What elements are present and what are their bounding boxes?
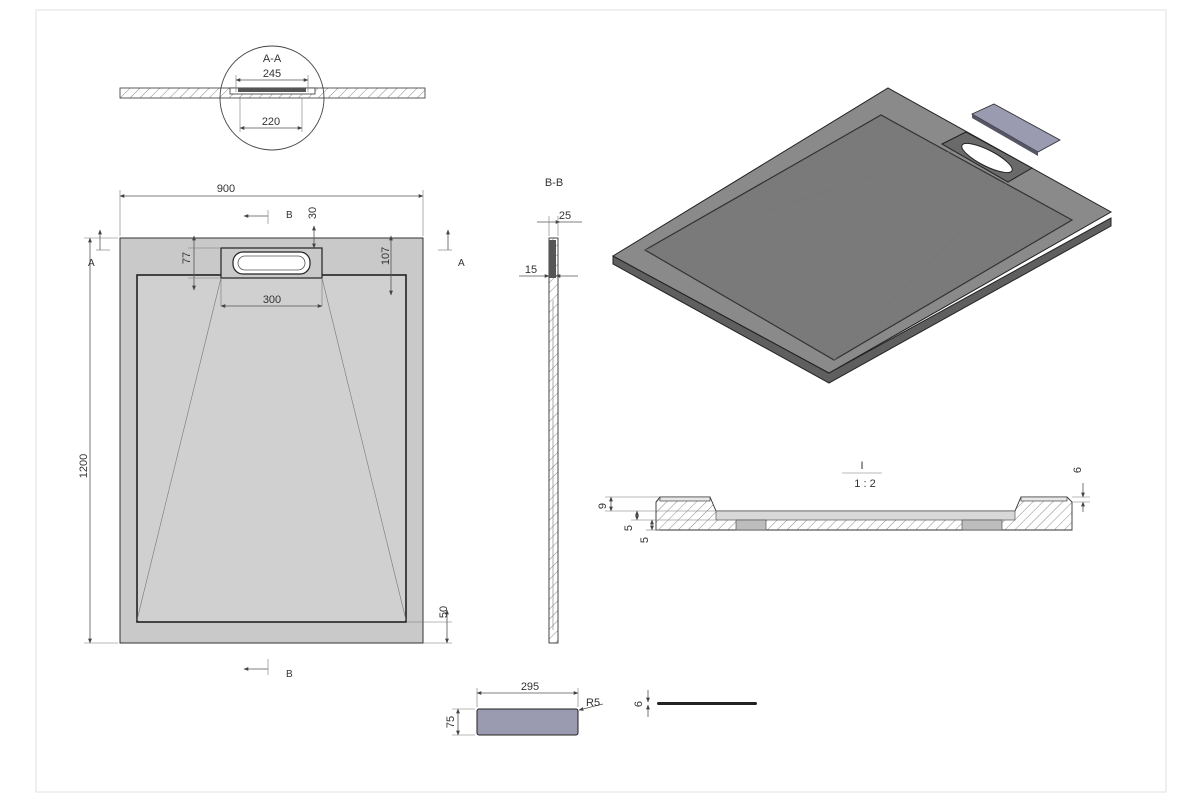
dim-107: 107: [380, 247, 392, 265]
dim-5a: 5: [623, 525, 635, 531]
drain-slot: [232, 251, 311, 275]
detail-scale: 1 : 2: [854, 478, 875, 490]
drain-slot-inner: [237, 255, 306, 271]
section-aa-grate: [238, 88, 306, 92]
dim-77: 77: [181, 252, 193, 264]
dim-75: 75: [445, 716, 457, 728]
section-bb-view: B-B 25 15: [519, 177, 582, 644]
cut-a-left: A: [88, 258, 95, 269]
tray-inner-basin: [136, 274, 407, 623]
sheet-border: [35, 9, 1167, 793]
detail-drain-left: [735, 519, 767, 531]
section-bb-title: B-B: [545, 177, 563, 189]
section-bb-drain: [549, 240, 556, 278]
iso-tray-basin: [643, 114, 1074, 361]
grate-cover-view: 295 75 R5 6: [445, 681, 757, 736]
dim-6-cover: 6: [633, 701, 645, 707]
dim-9: 9: [597, 503, 609, 509]
dim-50: 50: [438, 606, 450, 618]
dim-295: 295: [521, 681, 539, 693]
dim-25: 25: [559, 210, 571, 222]
section-aa-title: A-A: [263, 53, 282, 65]
dim-900: 900: [217, 183, 235, 195]
detail-i-view: I 1 : 2 6 9 5 5: [597, 460, 1090, 543]
cut-b-top: B: [286, 210, 293, 221]
detail-rim-right: [1020, 496, 1068, 502]
detail-basin: [715, 510, 1016, 521]
grate-cover-side-profile: [657, 702, 757, 705]
iso-cover-plate: [971, 103, 1061, 153]
detail-title: I: [860, 460, 863, 472]
dim-300: 300: [263, 294, 281, 306]
iso-cover-edge: [972, 114, 1038, 156]
detail-drain-right: [961, 519, 1003, 531]
section-bb-body: [548, 237, 559, 644]
dim-6-detail: 6: [1072, 467, 1084, 473]
section-aa-view: A-A 245 220: [119, 45, 426, 151]
dim-220: 220: [262, 116, 280, 128]
isometric-view: [611, 87, 1113, 384]
dim-1200: 1200: [78, 454, 90, 478]
top-view: 900 1200 300 30 77 107 50 A A: [78, 183, 465, 680]
detail-rim-left: [659, 496, 711, 502]
dim-r5: R5: [586, 697, 600, 709]
dim-5b: 5: [639, 537, 651, 543]
dim-245: 245: [263, 68, 281, 80]
grate-cover-plate: [476, 708, 579, 736]
cut-a-right: A: [458, 258, 465, 269]
cut-b-bottom: B: [286, 669, 293, 680]
dim-15: 15: [525, 264, 537, 276]
section-aa-detail-circle: [219, 45, 325, 151]
dim-30: 30: [307, 207, 319, 219]
iso-drain-slot: [961, 142, 1013, 174]
